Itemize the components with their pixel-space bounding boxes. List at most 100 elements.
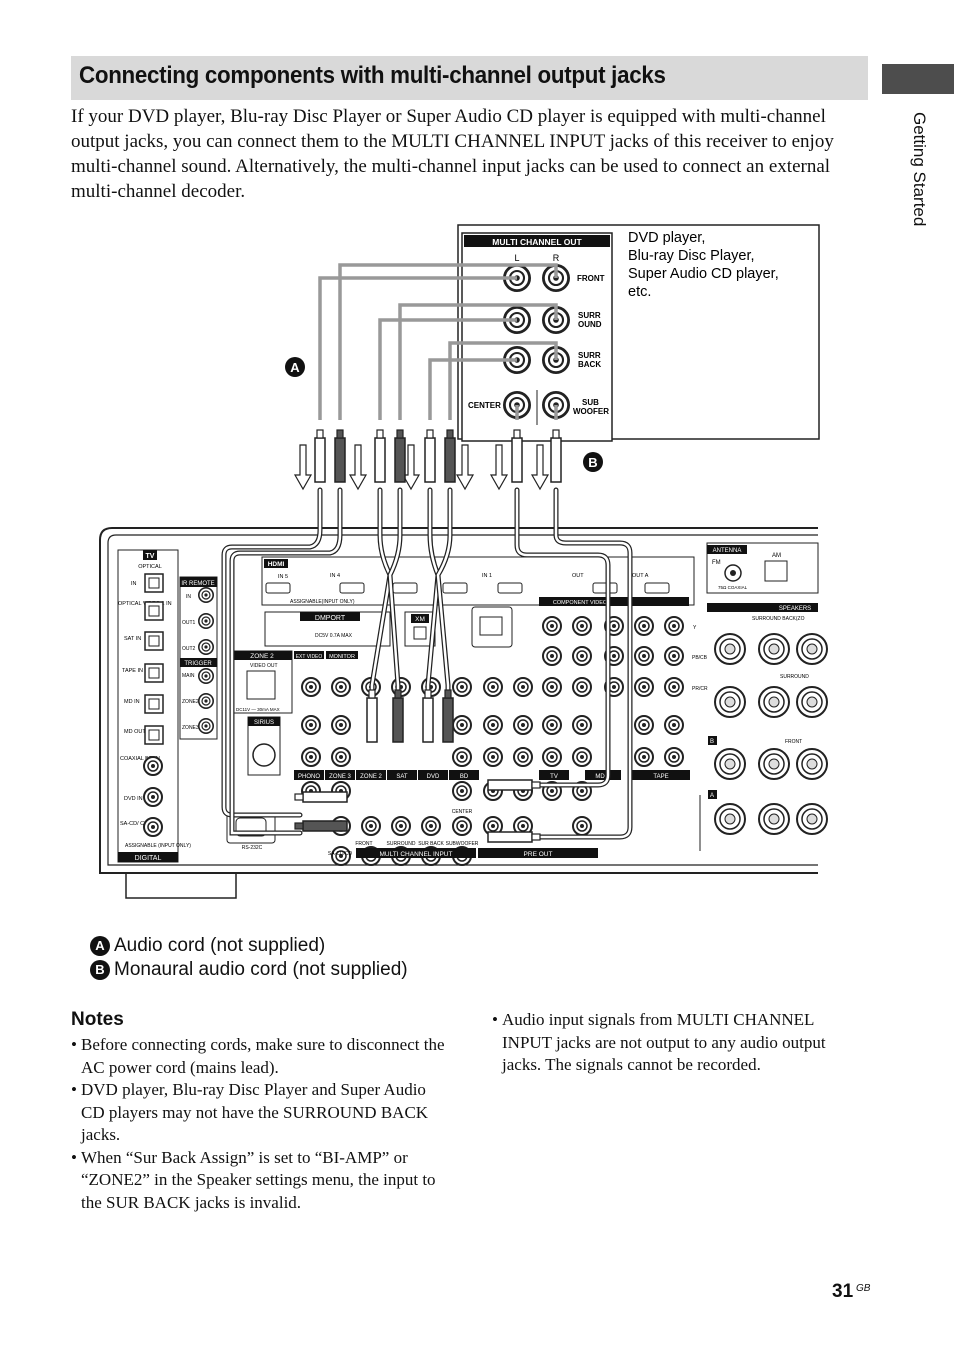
rx-bd: BD: [460, 774, 469, 780]
note-item: Before connecting cords, make sure to di…: [71, 1034, 451, 1079]
rx-pre-out: PRE OUT: [524, 851, 553, 858]
panel-title: MULTI CHANNEL OUT: [492, 237, 582, 247]
rx-optical-label: OPTICAL: [138, 564, 162, 570]
source-caption-2: Blu-ray Disc Player,: [628, 248, 755, 264]
rx-ir-out1: OUT1: [182, 620, 196, 626]
rx-antenna: ANTENNA: [713, 548, 742, 554]
source-caption-3: Super Audio CD player,: [628, 266, 779, 282]
rx-dc-spec: DC11V — 30mA MAX: [236, 707, 280, 712]
rx-mci-surback: SUR BACK: [418, 841, 444, 847]
rx-xm: XM: [415, 616, 425, 623]
src-back-label2: BACK: [578, 360, 601, 369]
section-tab: [882, 64, 954, 94]
note-item: Audio input signals from MULTI CHANNEL I…: [492, 1009, 862, 1077]
legend-a-row: A Audio cord (not supplied): [90, 934, 408, 958]
legend-b-text: Monaural audio cord (not supplied): [114, 959, 408, 980]
badge-a: A: [285, 357, 305, 377]
rx-zone2-btm: ZONE 2: [360, 774, 382, 780]
src-surr-label1: SURR: [578, 311, 601, 320]
rx-trigger: TRIGGER: [184, 661, 212, 667]
rx-dvd: DVD: [427, 774, 440, 780]
rx-speakers: SPEAKERS: [779, 606, 811, 612]
rx-dmport-spec: DC5V 0.7A MAX: [315, 633, 353, 639]
rx-ir-remote: IR REMOTE: [181, 581, 214, 587]
rx-monitor: MONITOR: [329, 654, 355, 660]
rx-tape: TAPE: [653, 774, 668, 780]
rx-mci-sub: SUBWOOFER: [446, 841, 479, 847]
rx-surround-back: SURROUND BACK(ZO: [752, 616, 805, 622]
page-title: Connecting components with multi-channel…: [79, 62, 666, 89]
col-r-label: R: [553, 253, 560, 263]
rx-tv-in: IN: [131, 581, 137, 587]
source-device: MULTI CHANNEL OUT L R FRONT SURR OUND SU…: [457, 224, 820, 442]
src-center-label: CENTER: [468, 401, 501, 410]
notes-heading: Notes: [71, 1009, 124, 1030]
rx-phono: PHONO: [298, 774, 320, 780]
rx-hdmi-in4: IN 4: [330, 573, 340, 579]
rx-pr: PR/CR: [692, 686, 708, 692]
rx-tv-btm: TV: [550, 774, 558, 780]
rx-a-label: A: [710, 793, 714, 799]
page-number: 31: [832, 1281, 854, 1302]
rx-dmport: DMPORT: [315, 615, 346, 622]
legend-b-badge: B: [90, 960, 110, 980]
rx-zone3: ZONE 3: [329, 774, 351, 780]
legend-b-row: B Monaural audio cord (not supplied): [90, 958, 408, 982]
rx-mci-surround: SURROUND: [387, 841, 416, 847]
audio-cords: [318, 263, 558, 420]
rx-mci-front: FRONT: [355, 841, 372, 847]
rx-ext-video: EXT VIDEO: [296, 654, 323, 660]
rx-hdmi-assignable: ASSIGNABLE(INPUT ONLY): [290, 599, 355, 605]
rx-trig-main: MAIN: [182, 673, 195, 679]
rx-sacd-btm: SA-CD/CD: [328, 851, 353, 857]
note-item: DVD player, Blu-ray Disc Player and Supe…: [71, 1079, 451, 1147]
receiver-rear-panel: TV OPTICAL IN OPTICAL VIDEO 1 IN SAT IN …: [99, 527, 828, 899]
rx-zone2-video-out: VIDEO OUT: [250, 663, 278, 669]
rx-trig-zone3: ZONE3: [182, 725, 199, 731]
badge-b: B: [583, 452, 603, 472]
rx-tape-in: TAPE IN: [122, 668, 143, 674]
rx-sat: SAT: [396, 774, 408, 780]
legend-a-text: Audio cord (not supplied): [114, 935, 326, 956]
cord-legend: A Audio cord (not supplied) B Monaural a…: [90, 934, 408, 982]
rx-tv-label: TV: [146, 553, 155, 560]
rx-digital-label: DIGITAL: [135, 855, 162, 862]
rx-dvd-in: DVD IN: [124, 796, 143, 802]
rx-assignable: ASSIGNABLE (INPUT ONLY): [125, 843, 191, 849]
rx-pb: PB/CB: [692, 655, 708, 661]
src-back-label1: SURR: [578, 351, 601, 360]
note-item: When “Sur Back Assign” is set to “BI-AMP…: [71, 1147, 451, 1215]
connection-diagram: MULTI CHANNEL OUT L R FRONT SURR OUND SU…: [99, 224, 828, 899]
source-plugs: [293, 429, 562, 491]
rx-md-in: MD IN: [124, 699, 140, 705]
rx-am: AM: [772, 553, 781, 559]
src-sub-label1: SUB: [582, 398, 599, 407]
notes-left-column: Before connecting cords, make sure to di…: [71, 1034, 451, 1214]
rx-coaxial-bd: COAXIAL BD IN: [120, 756, 160, 762]
rx-sat-in: SAT IN: [124, 636, 141, 642]
rx-ir-in: IN: [186, 594, 191, 600]
rx-hdmi-outa: OUT A: [632, 573, 649, 579]
legend-a-badge: A: [90, 936, 110, 956]
src-front-label: FRONT: [577, 274, 605, 283]
src-surr-label2: OUND: [578, 320, 602, 329]
source-caption-1: DVD player,: [628, 230, 705, 246]
rx-fm: FM: [712, 560, 721, 566]
rx-rs232c: RS-232C: [242, 845, 263, 851]
intro-paragraph: If your DVD player, Blu-ray Disc Player …: [71, 106, 834, 202]
rx-md: MD: [595, 774, 605, 780]
badge-a-letter: A: [290, 360, 300, 375]
rx-y: Y: [693, 625, 697, 631]
rx-hdmi: HDMI: [268, 561, 285, 568]
rx-coaxial75: 75Ω COAXIAL: [718, 585, 748, 590]
section-label: Getting Started: [910, 112, 929, 227]
src-sub-label2: WOOFER: [573, 407, 609, 416]
col-l-label: L: [514, 253, 519, 263]
rx-front-spk: FRONT: [785, 739, 802, 745]
badge-b-letter: B: [588, 455, 597, 470]
rx-cables: [221, 487, 633, 840]
rx-hdmi-in1: IN 1: [482, 573, 492, 579]
rx-surround-spk: SURROUND: [780, 674, 809, 680]
notes-right-column: Audio input signals from MULTI CHANNEL I…: [492, 1009, 862, 1077]
rx-b-label: B: [710, 739, 714, 745]
